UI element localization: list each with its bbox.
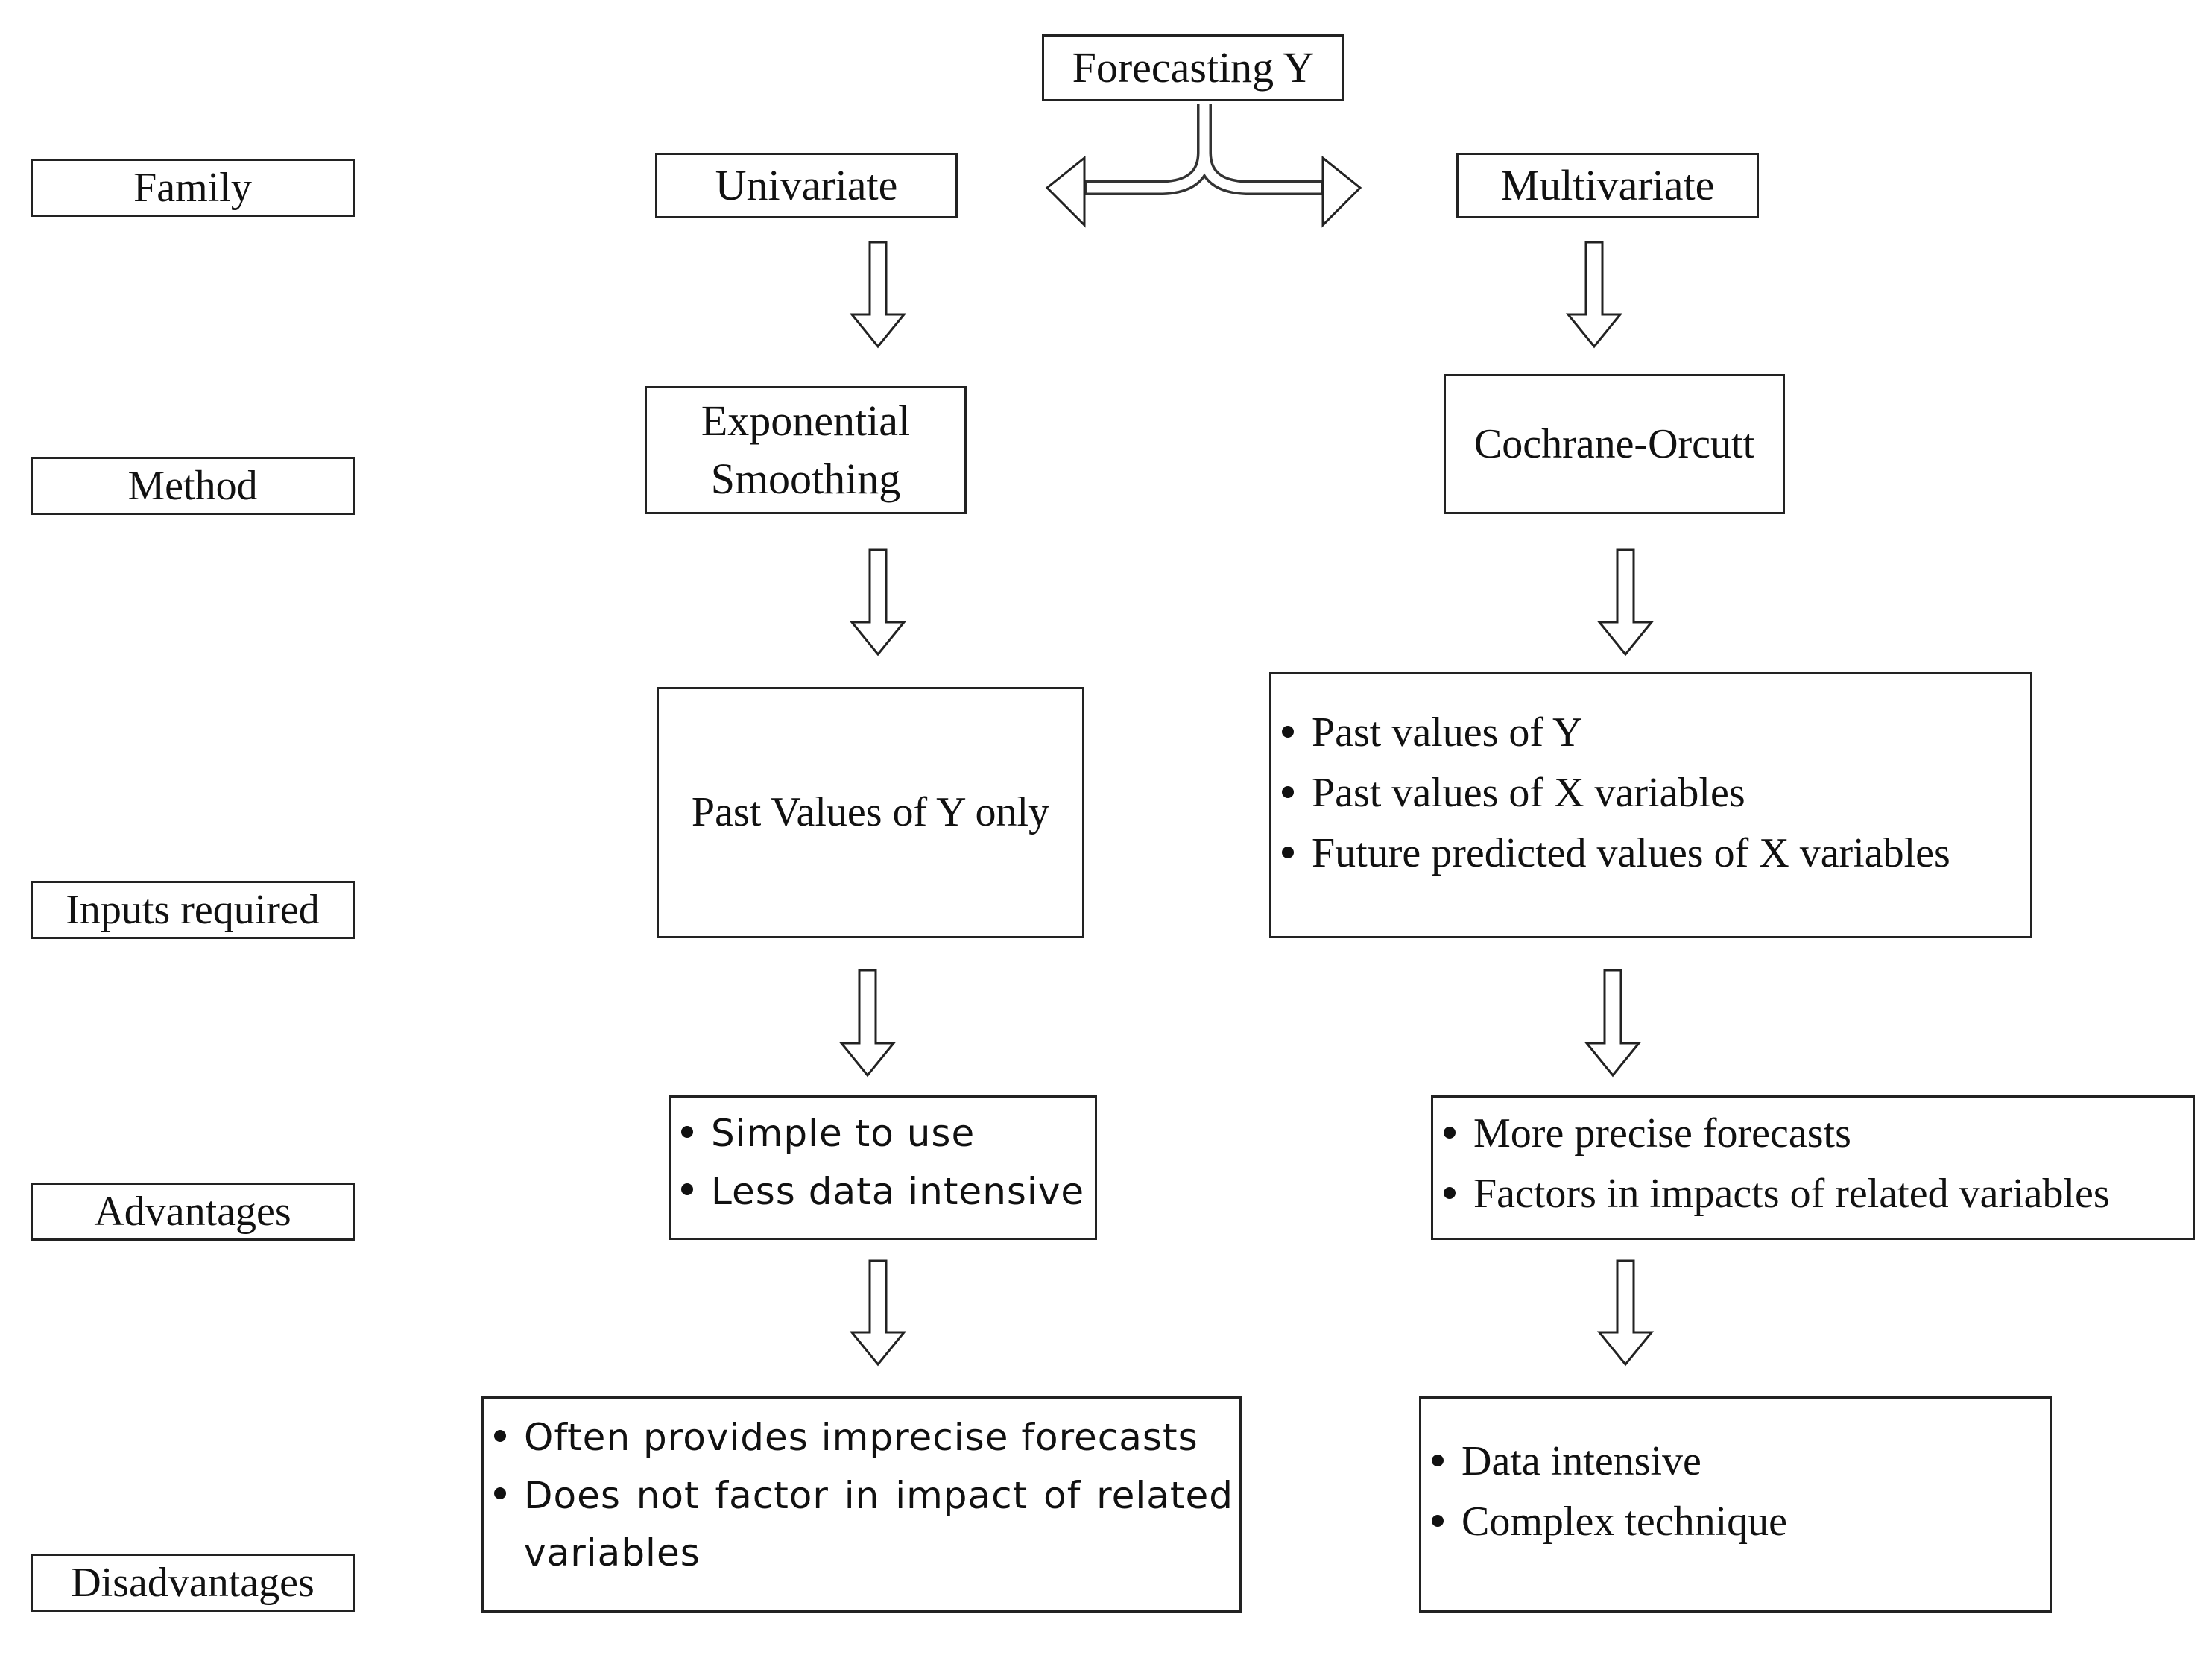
- multivariate-inputs-node: Past values of Y Past values of X variab…: [1269, 672, 2032, 938]
- univariate-disadvantages-list: Often provides imprecise forecasts Does …: [487, 1409, 1233, 1583]
- row-label-advantages: Advantages: [31, 1183, 355, 1241]
- list-item: Complex technique: [1424, 1492, 2042, 1552]
- univariate-disadvantages-node: Often provides imprecise forecasts Does …: [481, 1396, 1242, 1613]
- univariate-advantages-list: Simple to use Less data intensive: [674, 1105, 1087, 1221]
- univariate-node: Univariate: [655, 153, 958, 218]
- split-connector: [1045, 102, 1362, 228]
- list-item: Data intensive: [1424, 1431, 2042, 1492]
- multivariate-inputs-list: Past values of Y Past values of X variab…: [1274, 703, 2023, 885]
- univariate-advantages-node: Simple to use Less data intensive: [669, 1095, 1097, 1240]
- arrow-left-head: [1045, 155, 1086, 228]
- arrow-down-univariate-advantages: [838, 969, 897, 1078]
- list-item: Past values of X variables: [1274, 763, 2023, 823]
- row-label-method: Method: [31, 457, 355, 515]
- list-item: Past values of Y: [1274, 703, 2023, 763]
- multivariate-advantages-node: More precise forecasts Factors in impact…: [1431, 1095, 2195, 1240]
- arrow-down-univariate-inputs: [849, 548, 907, 656]
- list-item: Future predicted values of X variables: [1274, 823, 2023, 884]
- multivariate-node: Multivariate: [1456, 153, 1759, 218]
- list-item: Often provides imprecise forecasts: [487, 1409, 1233, 1467]
- arrow-down-univariate-method: [849, 241, 907, 349]
- exponential-smoothing-node: Exponential Smoothing: [645, 386, 967, 514]
- branch-right-connector: [1197, 104, 1323, 195]
- multivariate-advantages-list: More precise forecasts Factors in impact…: [1436, 1104, 2185, 1224]
- list-item: Less data intensive: [674, 1163, 1087, 1221]
- univariate-inputs-node: Past Values of Y only: [657, 687, 1084, 938]
- list-item: Simple to use: [674, 1105, 1087, 1163]
- arrow-down-multivariate-disadvantages: [1596, 1259, 1655, 1367]
- list-item: Does not factor in impact of related var…: [487, 1467, 1233, 1583]
- multivariate-disadvantages-list: Data intensive Complex technique: [1424, 1431, 2042, 1552]
- arrow-down-multivariate-inputs: [1596, 548, 1655, 656]
- list-item: Factors in impacts of related variables: [1436, 1164, 2185, 1224]
- multivariate-disadvantages-node: Data intensive Complex technique: [1419, 1396, 2052, 1613]
- row-label-inputs: Inputs required: [31, 881, 355, 939]
- branch-left-connector: [1084, 104, 1212, 195]
- arrow-right-head: [1321, 155, 1362, 228]
- list-item: More precise forecasts: [1436, 1104, 2185, 1164]
- arrow-down-univariate-disadvantages: [849, 1259, 907, 1367]
- arrow-down-multivariate-method: [1565, 241, 1623, 349]
- root-node: Forecasting Y: [1042, 34, 1344, 101]
- row-label-disadvantages: Disadvantages: [31, 1554, 355, 1612]
- arrow-down-multivariate-advantages: [1584, 969, 1642, 1078]
- cochrane-orcutt-node: Cochrane-Orcutt: [1444, 374, 1785, 514]
- row-label-family: Family: [31, 159, 355, 217]
- root-label: Forecasting Y: [1072, 43, 1315, 92]
